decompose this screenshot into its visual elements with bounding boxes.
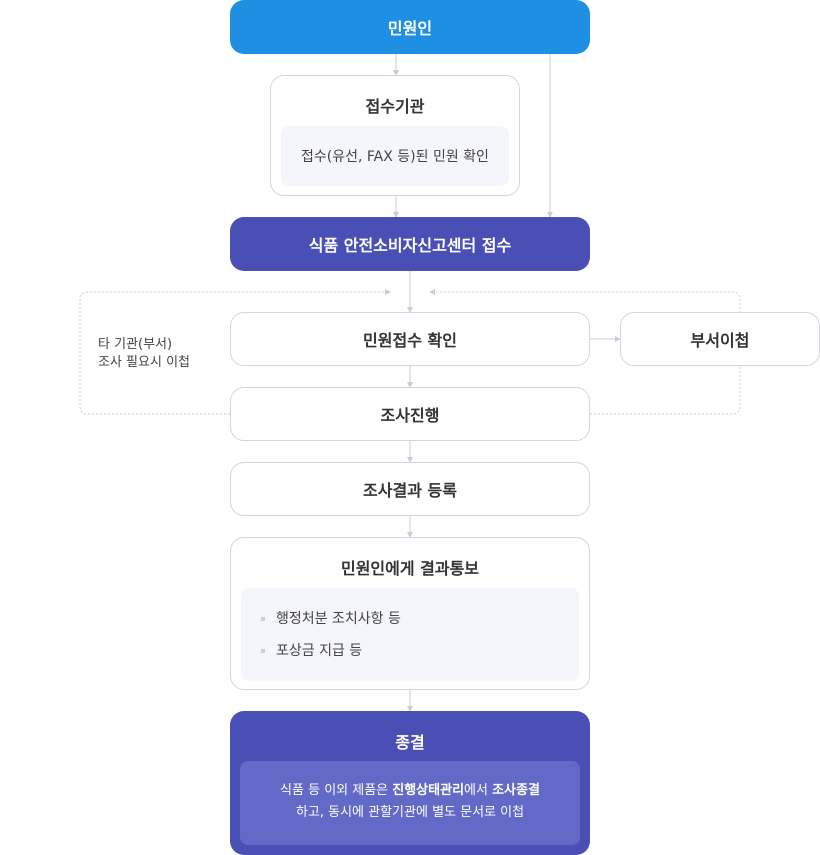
node-register: 조사결과 등록 [230, 462, 590, 516]
side-note-line2: 조사 필요시 이첩 [98, 355, 190, 370]
node-check-label: 민원접수 확인 [363, 331, 457, 350]
node-reception-agency: 접수기관 접수(유선, FAX 등)된 민원 확인 [270, 75, 520, 196]
close-detail-box: 식품 등 이외 제품은 진행상태관리에서 조사종결 하고, 동시에 관할기관에 … [240, 761, 580, 845]
close-text-emphasis: 진행상태관리 [392, 783, 465, 798]
node-center-receipt: 식품 안전소비자신고센터 접수 [230, 217, 590, 271]
reception-agency-detail: 접수(유선, FAX 등)된 민원 확인 [301, 149, 489, 165]
node-close: 종결 식품 등 이외 제품은 진행상태관리에서 조사종결 하고, 동시에 관할기… [230, 711, 590, 855]
node-check: 민원접수 확인 [230, 312, 590, 366]
notify-item-text: 행정처분 조치사항 등 [276, 611, 401, 627]
node-notify: 민원인에게 결과통보 행정처분 조치사항 등 포상금 지급 등 [230, 537, 590, 690]
close-title: 종결 [395, 733, 425, 752]
notify-list-box: 행정처분 조치사항 등 포상금 지급 등 [241, 588, 579, 681]
loop-right-dotted [429, 289, 741, 415]
node-investigate: 조사진행 [230, 387, 590, 441]
node-complainant: 민원인 [230, 0, 590, 54]
node-dept-transfer-label: 부서이첩 [690, 331, 750, 350]
reception-agency-detail-box: 접수(유선, FAX 등)된 민원 확인 [281, 126, 509, 186]
notify-title: 민원인에게 결과통보 [340, 559, 480, 578]
close-detail-line1: 식품 등 이외 제품은 진행상태관리에서 조사종결 [240, 780, 580, 802]
close-detail-line2: 하고, 동시에 관할기관에 별도 문서로 이첩 [295, 805, 525, 820]
node-register-label: 조사결과 등록 [363, 481, 457, 500]
reception-agency-title: 접수기관 [365, 97, 425, 116]
side-note: 타 기관(부서) 조사 필요시 이첩 [98, 336, 190, 372]
side-note-line1: 타 기관(부서) [98, 337, 173, 352]
node-center-receipt-label: 식품 안전소비자신고센터 접수 [308, 236, 512, 255]
notify-list-item: 포상금 지급 등 [261, 640, 362, 660]
notify-item-text: 포상금 지급 등 [276, 643, 363, 659]
node-complainant-label: 민원인 [387, 19, 433, 38]
close-text-part: 식품 등 이외 제품은 [280, 783, 393, 798]
node-dept-transfer: 부서이첩 [620, 312, 820, 366]
close-text-emphasis: 조사종결 [492, 783, 540, 798]
loop-left-dotted [79, 289, 391, 415]
close-text-part: 에서 [464, 783, 493, 798]
node-investigate-label: 조사진행 [380, 406, 440, 425]
notify-list-item: 행정처분 조치사항 등 [261, 608, 401, 628]
bullet-icon [261, 617, 265, 621]
bullet-icon [261, 649, 265, 653]
